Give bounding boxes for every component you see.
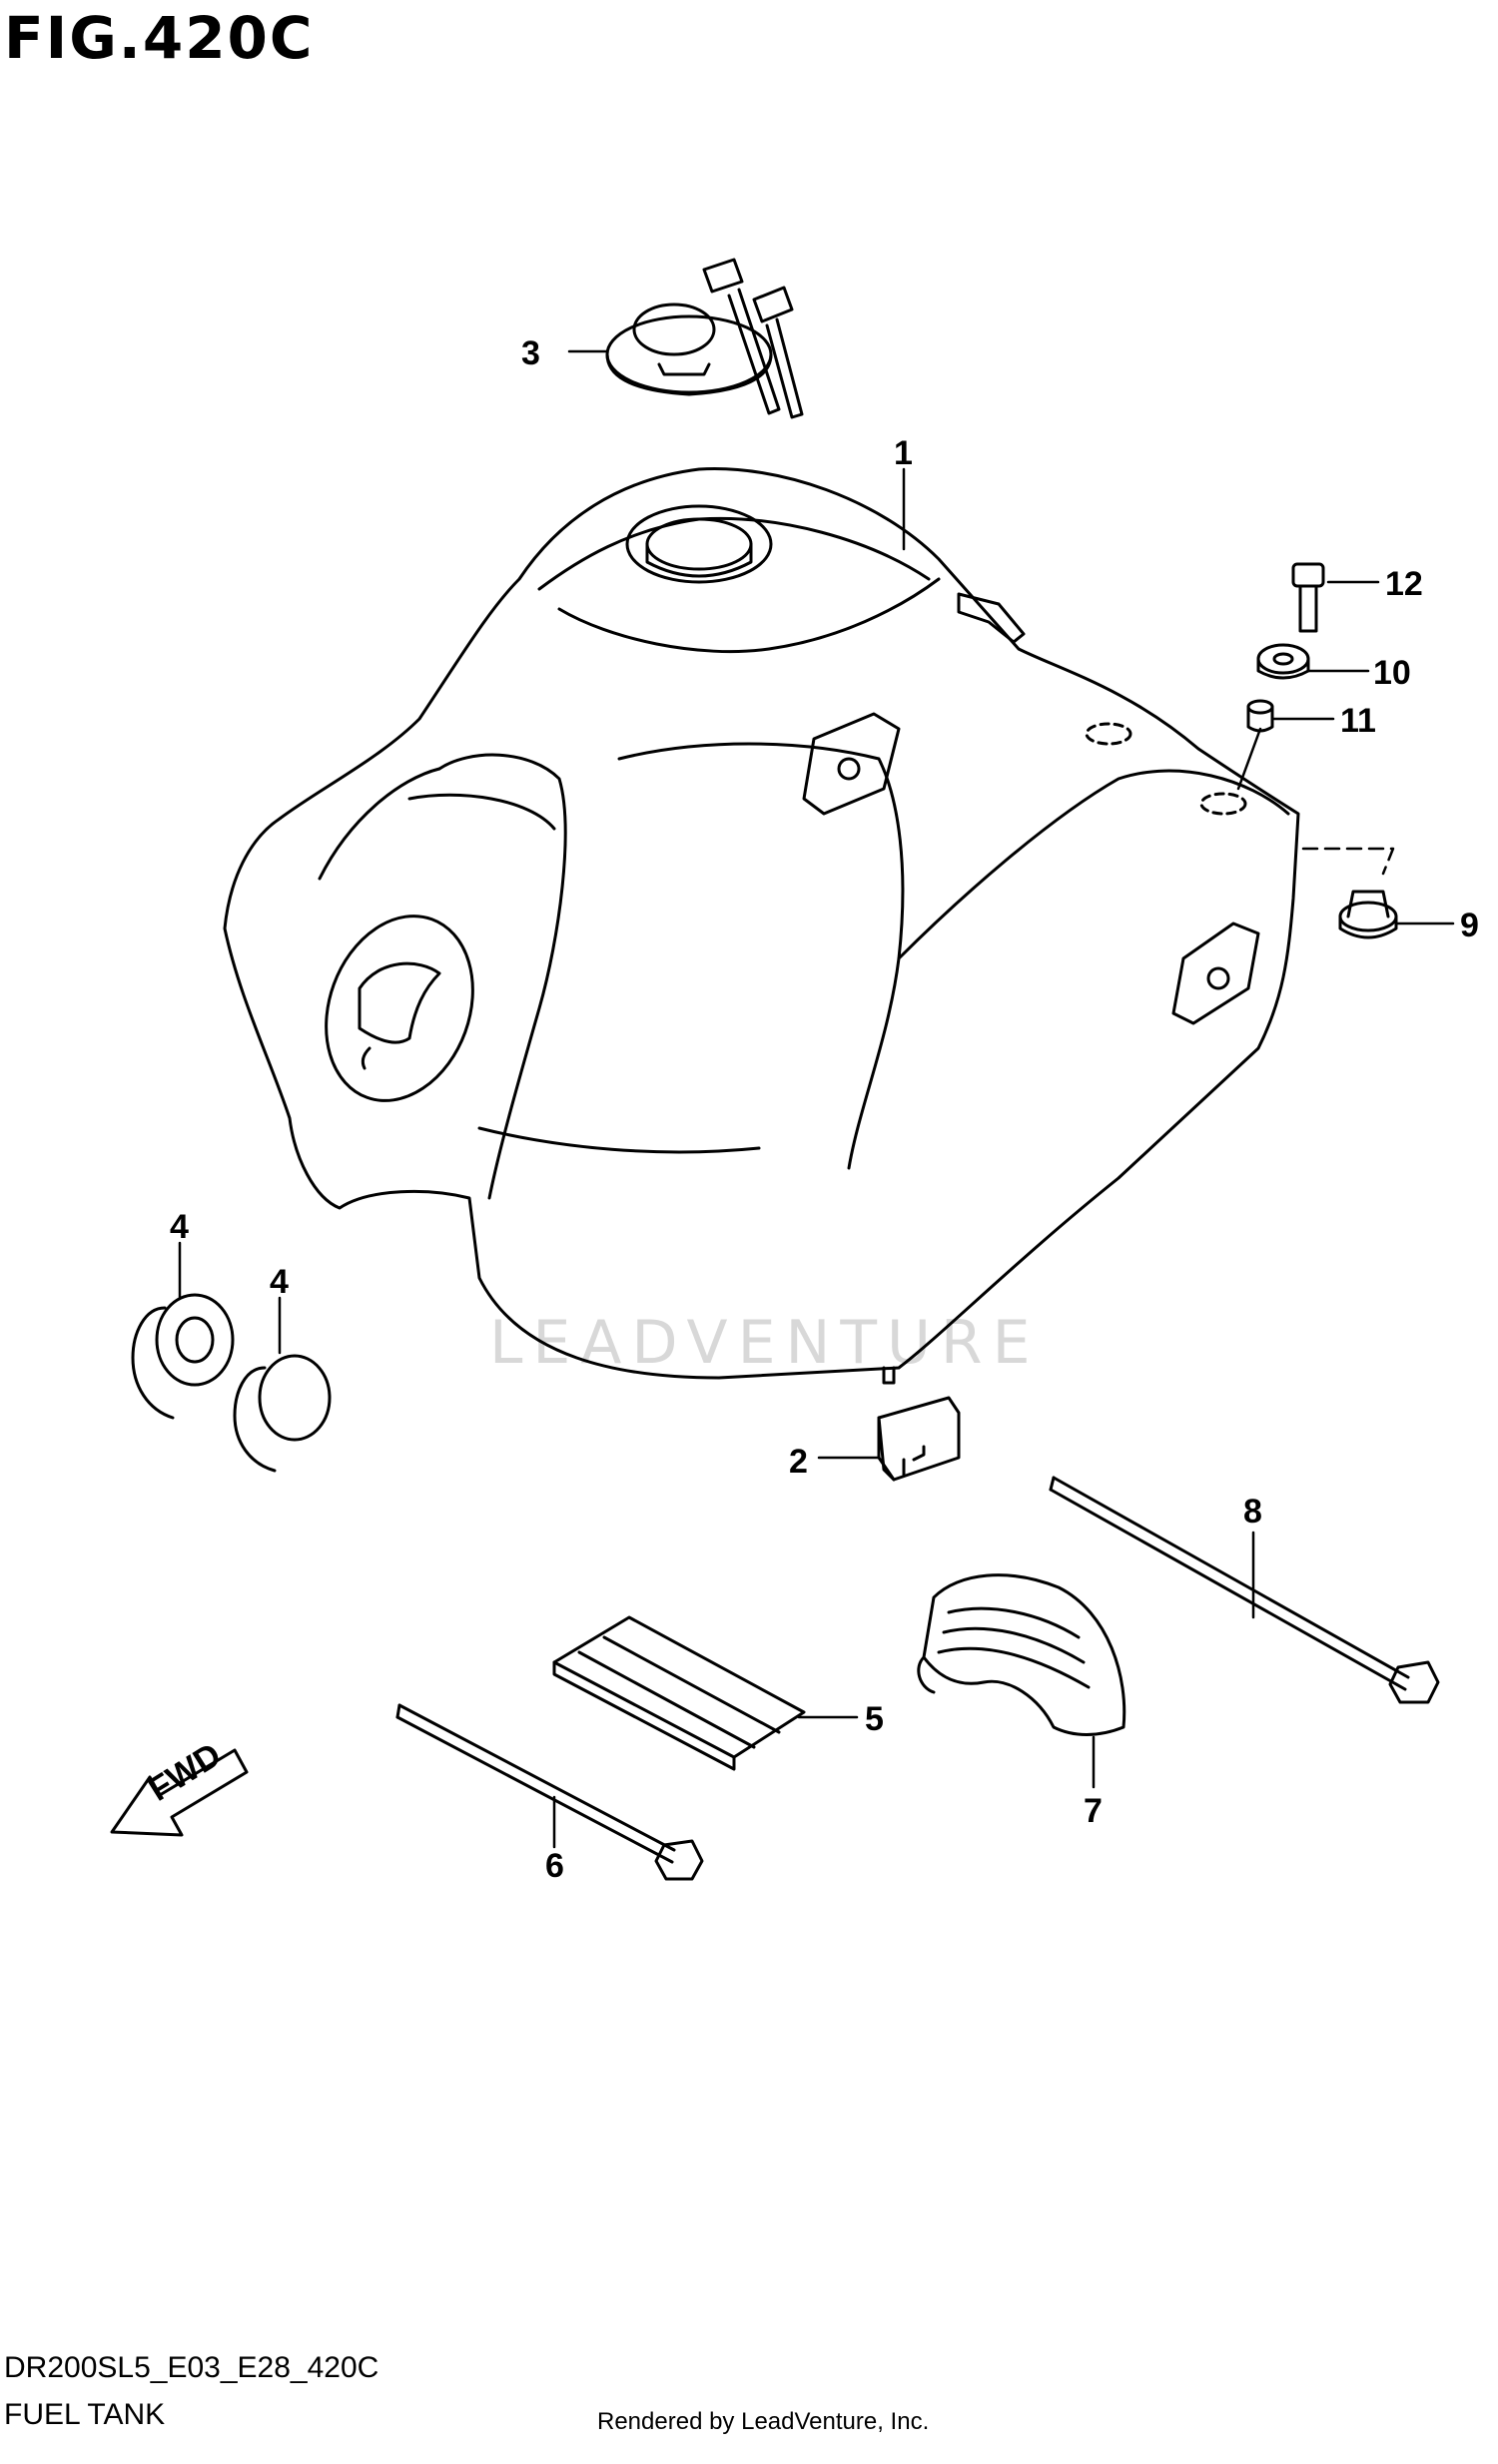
pad-part[interactable]	[552, 1615, 806, 1771]
callout-4-upper: 4	[170, 1208, 189, 1246]
callout-2: 2	[789, 1443, 808, 1481]
cap-part-lower[interactable]	[233, 1354, 332, 1473]
cushion-part[interactable]	[1256, 643, 1310, 680]
collar-part[interactable]	[1246, 699, 1274, 733]
boot-part[interactable]	[917, 1573, 1126, 1736]
callout-8: 8	[1243, 1493, 1262, 1531]
band-part-long[interactable]	[1049, 1476, 1440, 1704]
callout-1: 1	[894, 434, 913, 472]
reference-code: DR200SL5_E03_E28_420C	[4, 2351, 379, 2384]
callout-3: 3	[521, 334, 540, 372]
grommet-part[interactable]	[1338, 890, 1398, 939]
callout-10: 10	[1373, 654, 1411, 692]
callout-9: 9	[1460, 907, 1479, 944]
callout-11: 11	[1340, 702, 1376, 740]
band-part-short[interactable]	[395, 1703, 704, 1881]
callout-12: 12	[1385, 565, 1423, 603]
fuel-tank-part[interactable]	[223, 467, 1300, 1385]
fwd-label: FWD	[142, 1736, 228, 1809]
bolt-part[interactable]	[1291, 562, 1325, 633]
rendered-by-credit: Rendered by LeadVenture, Inc.	[597, 2408, 930, 2435]
clip-part[interactable]	[877, 1396, 961, 1482]
fuel-cap-part[interactable]	[605, 258, 804, 419]
figure-title: FIG.420C	[4, 4, 315, 72]
callout-4-lower: 4	[270, 1263, 289, 1301]
fwd-arrow-icon: FWD	[110, 1736, 249, 1837]
callout-7: 7	[1084, 1792, 1103, 1830]
callout-6: 6	[545, 1847, 564, 1885]
callout-5: 5	[865, 1700, 884, 1738]
cap-part-upper[interactable]	[131, 1293, 235, 1420]
assembly-name: FUEL TANK	[4, 2398, 166, 2431]
watermark-text: LEADVENTURE	[489, 1308, 1041, 1378]
leader-lines	[178, 349, 1455, 1849]
